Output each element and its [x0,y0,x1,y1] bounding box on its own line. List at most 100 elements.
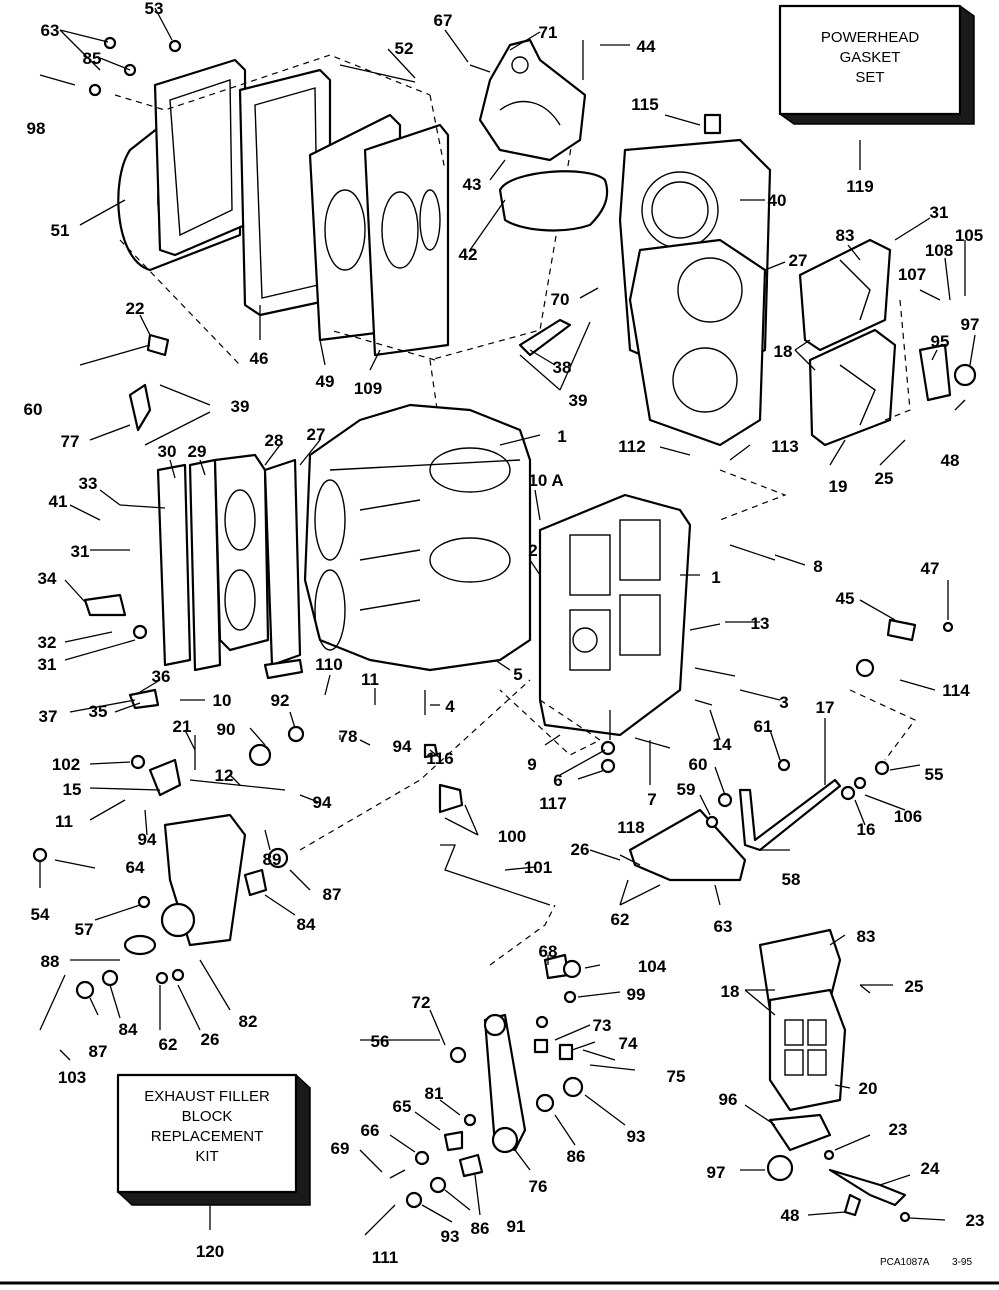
callout-93-right: 93 [627,1127,646,1146]
filler-box-line-1: EXHAUST FILLER [144,1088,270,1105]
link-rod [440,844,551,906]
callout-6: 6 [553,771,562,790]
small-hardware [32,36,954,1236]
callout-83-top: 83 [836,226,855,245]
callout-100: 100 [498,827,526,846]
callout-53: 53 [145,0,164,18]
callout-107: 107 [898,265,926,284]
callout-37: 37 [39,707,58,726]
callout-23-top: 23 [889,1120,908,1139]
callout-20: 20 [859,1079,878,1098]
gasket-box-line-1: POWERHEAD [821,29,920,46]
callout-10: 10 [213,691,232,710]
callout-15: 15 [63,780,82,799]
callout-93-low: 93 [441,1227,460,1246]
callout-32: 32 [38,633,57,652]
callout-23-low: 23 [966,1211,985,1230]
callout-28: 28 [265,431,284,450]
callout-97-top: 97 [961,315,980,334]
callout-75: 75 [667,1067,686,1086]
callout-65: 65 [393,1097,412,1116]
callout-92: 92 [271,691,290,710]
bracket [628,808,747,882]
callout-10a: 10 A [528,471,563,490]
callout-21: 21 [173,717,192,736]
callout-72: 72 [412,993,431,1012]
callout-110: 110 [315,655,342,674]
callout-76: 76 [529,1177,548,1196]
callout-68: 68 [539,942,558,961]
callout-111: 111 [372,1248,399,1267]
callout-74: 74 [619,1034,638,1053]
callout-41: 41 [49,492,68,511]
callout-18-top: 18 [774,342,793,361]
callout-113: 113 [771,437,798,456]
callout-114: 114 [942,681,970,700]
callout-3: 3 [779,693,788,712]
crankcase-block [303,403,532,672]
callout-30: 30 [158,442,177,461]
leader-lines [39,7,976,1230]
callout-71: 71 [539,23,558,42]
callout-labels: 63 53 85 98 52 67 71 44 115 119 40 43 51… [24,0,985,1267]
callout-78: 78 [339,727,358,746]
callout-45: 45 [836,589,855,608]
callout-112: 112 [618,437,645,456]
callout-49: 49 [316,372,335,391]
callout-103: 103 [58,1068,86,1087]
callout-17: 17 [816,698,835,717]
callout-8: 8 [813,557,822,576]
callout-13: 13 [751,614,770,633]
callout-66: 66 [361,1121,380,1140]
callout-48-top: 48 [941,451,960,470]
callout-59: 59 [677,780,696,799]
callout-90: 90 [217,720,236,739]
callout-83-low: 83 [857,927,876,946]
gasket-box-line-2: GASKET [840,49,901,66]
callout-22: 22 [126,299,145,318]
callout-54: 54 [31,905,50,924]
callout-39-left: 39 [231,397,250,416]
callout-16: 16 [857,820,876,839]
left-head-covers [156,453,302,672]
callout-1-block: 1 [557,427,566,446]
callout-89: 89 [263,850,282,869]
callout-88: 88 [41,952,60,971]
callout-84-low: 84 [119,1020,138,1039]
callout-60-right: 60 [689,755,708,774]
callout-1-cover: 1 [711,568,720,587]
callout-87-low: 87 [89,1042,108,1061]
callout-85: 85 [83,49,102,68]
callout-77: 77 [61,432,80,451]
callout-115: 115 [631,95,658,114]
callout-27-top: 27 [789,251,808,270]
callout-73: 73 [593,1016,612,1035]
filler-box-line-4: KIT [195,1148,218,1165]
callout-7: 7 [647,790,656,809]
drawing-date: 3-95 [952,1257,972,1268]
callout-42: 42 [459,245,478,264]
callout-102: 102 [52,755,80,774]
intake-manifold [758,928,847,1182]
callout-91: 91 [507,1217,526,1236]
callout-29: 29 [188,442,207,461]
callout-96: 96 [719,1090,738,1109]
callout-56: 56 [371,1032,390,1051]
callout-58: 58 [782,870,801,889]
callout-44: 44 [637,37,656,56]
callout-39-right: 39 [569,391,588,410]
callout-62-mid: 62 [611,910,630,929]
callout-62-low: 62 [159,1035,178,1054]
callout-116: 116 [426,749,453,768]
callout-94-low: 94 [313,793,332,812]
callout-38: 38 [553,358,572,377]
filler-box-line-2: BLOCK [182,1108,233,1125]
drawing-code: PCA1087A [880,1257,930,1268]
callout-9: 9 [527,755,536,774]
callout-120: 120 [196,1242,224,1261]
throttle-arm [123,758,247,956]
callout-33: 33 [79,474,98,493]
callout-40: 40 [768,191,787,210]
callout-94-left: 94 [138,830,157,849]
callout-98: 98 [27,119,46,138]
